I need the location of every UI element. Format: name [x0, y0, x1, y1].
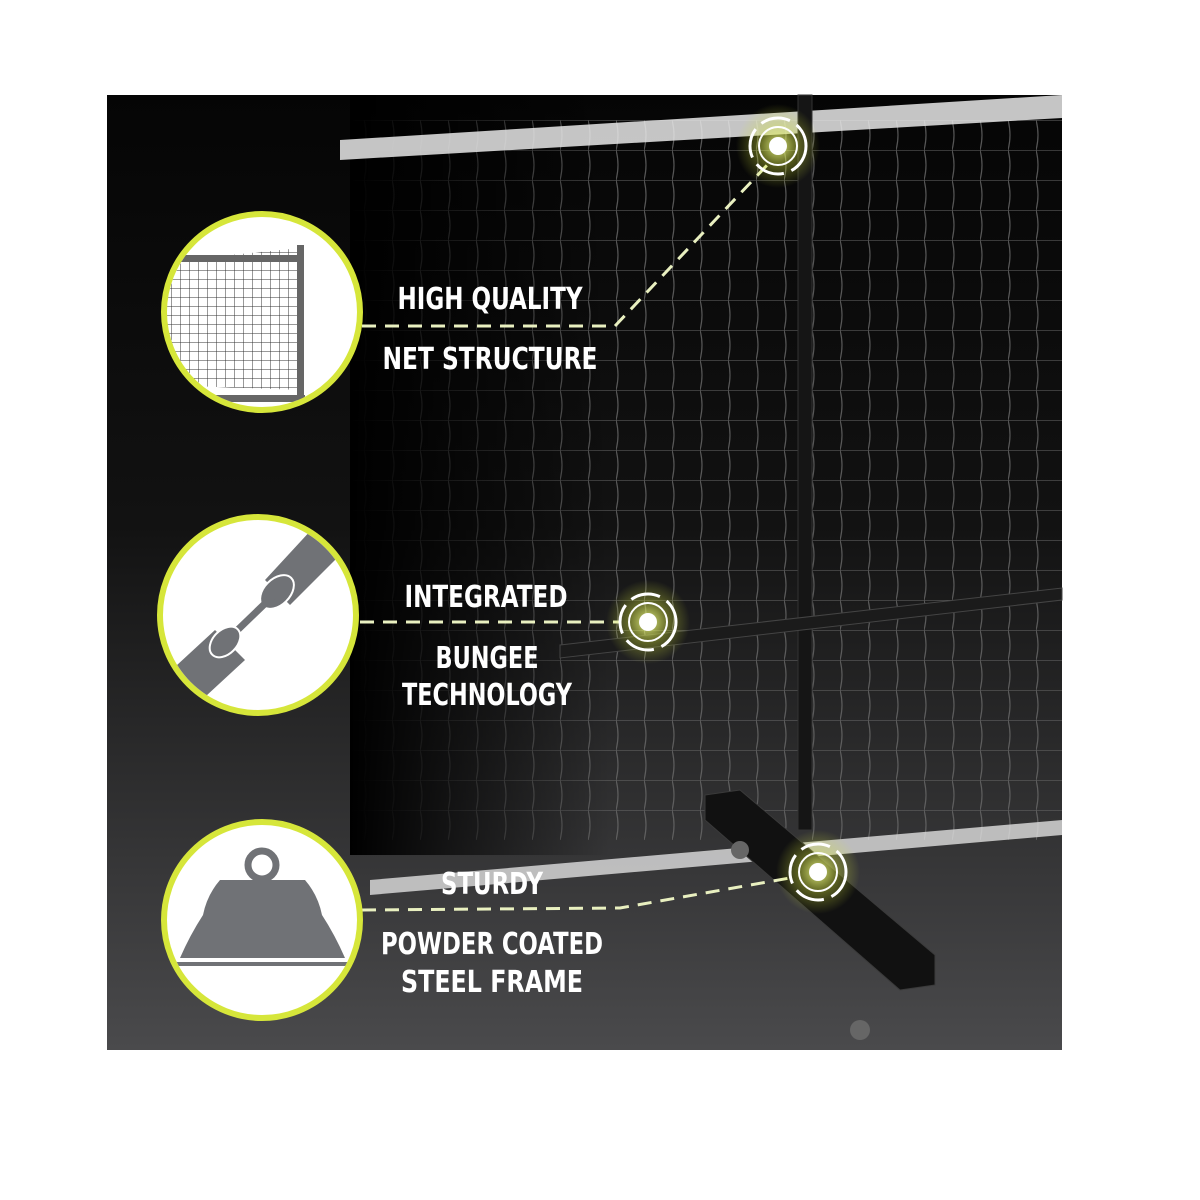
- net-photo: [340, 94, 1063, 1040]
- label-line: STURDY: [441, 867, 544, 902]
- label-line: TECHNOLOGY: [402, 678, 573, 713]
- bottom-net-band: [370, 820, 1062, 895]
- weight-icon: [161, 819, 363, 1021]
- net-icon: [161, 211, 363, 413]
- label-line: STEEL FRAME: [401, 965, 583, 1000]
- hotspot-bungee: [606, 580, 690, 664]
- hotspot-net: [736, 104, 820, 188]
- bungee-connector-icon: [157, 514, 359, 716]
- label-line: NET STRUCTURE: [383, 342, 598, 377]
- label-line: POWDER COATED: [381, 927, 603, 962]
- top-net-band: [340, 95, 1062, 160]
- hotspot-frame: [776, 830, 860, 914]
- net-pole: [797, 94, 813, 831]
- label-line: BUNGEE: [436, 641, 539, 676]
- feature-bungee-label: INTEGRATED BUNGEE TECHNOLOGY: [402, 580, 573, 713]
- feature-frame-label: STURDY POWDER COATED STEEL FRAME: [381, 867, 603, 1000]
- label-line: INTEGRATED: [405, 580, 568, 615]
- feature-net-label: HIGH QUALITY NET STRUCTURE: [383, 282, 598, 377]
- connector-lines: [360, 160, 791, 912]
- label-line: HIGH QUALITY: [398, 282, 584, 317]
